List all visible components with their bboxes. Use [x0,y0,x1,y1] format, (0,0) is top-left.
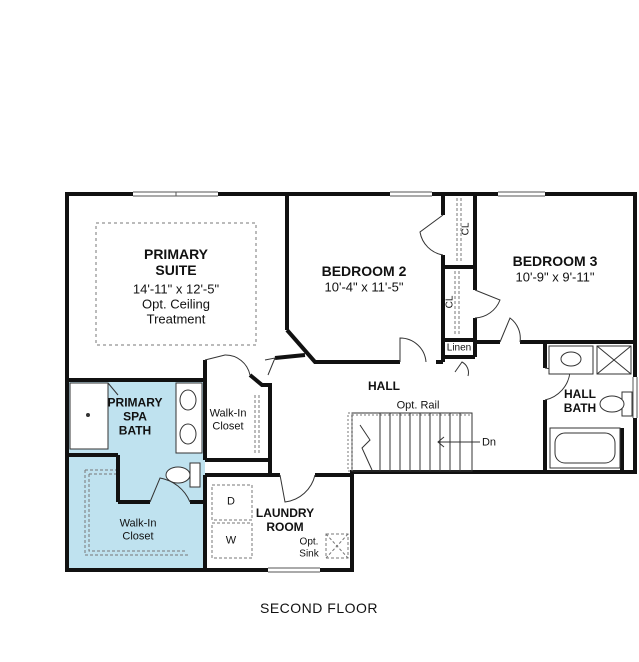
walkin-closet-bath-line1: Walk-In [119,517,157,530]
walkin-closet-bath-line2: Closet [122,530,154,542]
laundry-sink-note: Opt. Sink [299,537,318,560]
primary-suite-name-line1: PRIMARY [143,245,209,262]
primary-bath-line1: PRIMARY [107,395,163,410]
linen-closet-label: Linen [446,342,472,354]
door-swings [149,214,571,503]
primary-suite-size: 14'-11" x 12'-5" [132,281,220,297]
washer-label: W [225,534,237,547]
walkin-closet-bath: Walk-In Closet [120,517,157,542]
primary-suite-name: PRIMARY SUITE [144,246,208,278]
bath-fixtures [69,345,633,488]
hall-bath-name: HALL BATH [563,387,597,416]
ceiling-treatment-outline [95,222,257,346]
primary-suite-name-line2: SUITE [155,262,197,278]
stairs-down-label: Dn [481,436,497,449]
bedroom2-size: 10'-4" x 11'-5" [324,279,404,295]
primary-suite-note-line2: Treatment [146,311,206,327]
hall-bath-line2: BATH [563,401,597,415]
laundry-sink-line2: Sink [299,548,319,559]
laundry-line1: LAUNDRY [255,506,315,521]
closet-label-top: CL [460,222,472,236]
window-panes [133,191,638,573]
primary-suite-details: 14'-11" x 12'-5" Opt. Ceiling Treatment [132,281,220,328]
primary-bath-line3: BATH [118,422,152,437]
floor-title: SECOND FLOOR [259,599,379,616]
bedroom2-name: BEDROOM 2 [321,262,407,279]
laundry-appliances [211,484,349,559]
primary-suite-note-line1: Opt. Ceiling [142,296,210,312]
closet-label-bottom: CL [444,295,456,309]
bedroom3-name: BEDROOM 3 [512,252,598,269]
hall-name: HALL [368,379,400,394]
closet-shelves [84,198,462,556]
laundry-name: LAUNDRY ROOM [255,506,315,535]
primary-bath-name: PRIMARY SPA BATH [108,396,163,437]
walkin-closet-suite: Walk-In Closet [210,407,247,432]
bedroom3-size: 10'-9" x 9'-11" [515,269,595,285]
dryer-label: D [227,495,235,508]
staircase [347,412,480,472]
hall-bath-line1: HALL [564,387,596,402]
exterior-walls [65,192,637,572]
primary-bath-line2: SPA [123,409,147,424]
interior-walls [67,194,635,570]
walkin-closet-suite-line1: Walk-In [209,407,247,420]
hall-rail-note: Opt. Rail [396,399,440,412]
laundry-line2: ROOM [266,520,304,534]
walkin-closet-suite-line2: Closet [212,420,244,432]
laundry-sink-line1: Opt. [299,536,319,548]
